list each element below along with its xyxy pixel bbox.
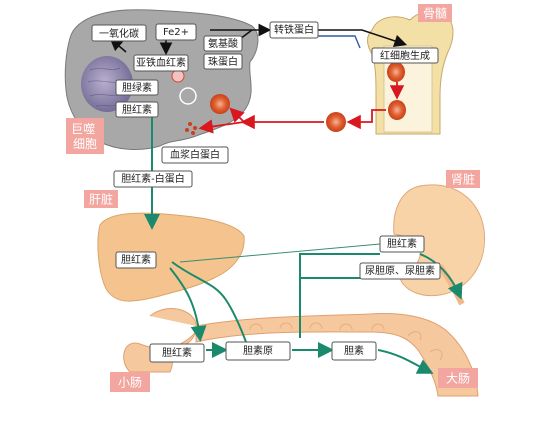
tag-small-intestine-text: 小肠	[118, 376, 142, 390]
label-amino-acids: 氨基酸	[208, 37, 238, 50]
tag-bone-marrow	[418, 4, 452, 22]
red-blood-cells	[171, 62, 406, 135]
tag-liver-text: 肝脏	[89, 192, 113, 207]
label-stercobilin: 胆素	[344, 344, 364, 357]
rbc-circulating	[326, 112, 346, 132]
label-bilirubin-kidney: 胆红素	[387, 237, 417, 250]
rbc-lysing	[171, 69, 185, 83]
label-bilirubin-liver: 胆红素	[121, 253, 151, 266]
label-urobilinogen-urobilin: 尿胆原、尿胆素	[365, 264, 435, 277]
label-plasma-albumin: 血浆白蛋白	[170, 148, 220, 161]
macrophage-nucleus	[81, 56, 133, 112]
label-rbc-generation: 红细胞生成	[380, 49, 430, 62]
rbc-engulfed	[210, 94, 230, 114]
blue-transport-line	[316, 35, 361, 49]
label-bilirubin-macrophage: 胆红素	[122, 103, 152, 116]
tag-bone-marrow-text: 骨髓	[423, 7, 447, 21]
label-transferrin: 转铁蛋白	[274, 23, 314, 36]
thin-connector-liver-kidney	[179, 243, 381, 263]
tag-macrophage-text: 巨噬 细胞	[71, 121, 99, 151]
label-urobilinogen: 胆素原	[243, 344, 273, 357]
label-heme: 亚铁血红素	[136, 56, 186, 69]
organ-tags	[66, 4, 480, 392]
tag-liver	[84, 190, 118, 208]
label-carbon-monoxide: 一氧化碳	[99, 27, 139, 40]
label-globin: 珠蛋白	[208, 55, 238, 68]
label-boxes	[91, 21, 441, 363]
tag-kidney-text: 肾脏	[451, 172, 475, 187]
vesicle	[179, 87, 197, 105]
tag-macrophage	[66, 118, 104, 154]
tag-kidney	[446, 170, 480, 188]
intestine-folds	[249, 322, 443, 361]
tag-large-intestine-text: 大肠	[446, 372, 470, 386]
intestine-band	[195, 313, 479, 397]
label-bilirubin-albumin: 胆红素-白蛋白	[121, 172, 185, 185]
tag-large-intestine	[438, 368, 478, 388]
label-biliverdin: 胆绿素	[122, 81, 152, 94]
red-arrows	[198, 82, 405, 134]
label-bilirubin-intestine: 胆红素	[162, 346, 192, 359]
rbc-marrow-1	[387, 62, 405, 82]
label-fe2: Fe2+	[163, 27, 189, 38]
rbc-marrow-2	[388, 100, 406, 120]
tag-small-intestine	[110, 372, 150, 392]
liver-shape	[97, 212, 245, 302]
green-arrows	[144, 108, 463, 374]
